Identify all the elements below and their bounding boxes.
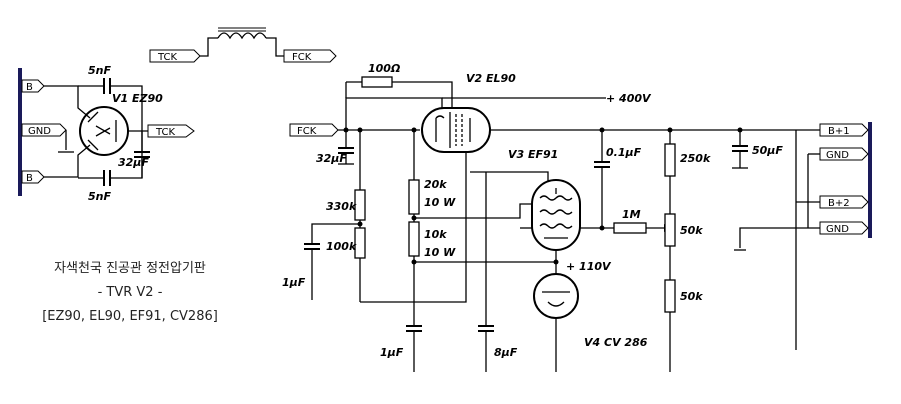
cap-1uf-bottom-label: 1μF [380,346,404,359]
res-100k-label: 100k [326,240,357,253]
connector-tck-left: TCK [147,124,195,138]
res-330k-label: 330k [326,200,357,213]
connector-gnd-left: GND [21,123,67,137]
caption: 자색천국 진공관 정전압기판 - TVR V2 - [EZ90, EL90, E… [42,261,218,324]
connector-fck-top: FCK [283,49,337,63]
connector-fck-main: FCK [289,123,339,137]
res-50k-label: 50k [680,290,703,303]
connector-b-top: B [21,79,45,93]
cap-8uf-label: 8μF [494,346,518,359]
tube-v4 [533,273,579,319]
res-20k-label: 20k [424,178,447,191]
tube-v2 [421,107,491,153]
voltage-400v-label: + 400V [606,92,652,105]
connector-tck-top-label: TCK [157,52,178,63]
tube-v2-label: V2 EL90 [466,72,516,85]
connector-b-bottom: B [21,170,45,184]
connector-gnd-right-bottom: GND [819,221,869,235]
regulator-section: FCK 100Ω + 400V V2 EL90 [282,62,820,372]
res-20k-watt-label: 10 W [424,196,456,209]
cap-32uf-right-label: 32μF [316,152,347,165]
res-1m-label: 1M [622,208,641,221]
connector-b-plus-2: B+2 [819,195,869,209]
tube-v3 [531,179,581,251]
connector-gnd-right-top: GND [819,147,869,161]
connector-tck-left-label: TCK [155,127,176,138]
connector-b-plus-1: B+1 [819,123,869,137]
connector-tck-top: TCK [149,49,201,63]
res-10k-label: 10k [424,228,447,241]
choke-section: TCK FCK [149,27,337,63]
tube-v1-label: V1 EZ90 [112,92,163,105]
output-connectors: B+1 GND B+2 GND [819,122,872,238]
caption-title: 자색천국 진공관 정전압기판 [54,261,206,276]
cap-50uf-label: 50μF [752,144,783,157]
cap-5nf-top-label: 5nF [88,64,111,77]
connector-b-plus-2-label: B+2 [828,198,850,209]
connector-gnd-right-bottom-label: GND [826,224,849,235]
res-50k-pot-label: 50k [680,224,703,237]
connector-b-top-label: B [26,82,33,93]
tube-v4-label: V4 CV 286 [584,336,648,349]
connector-fck-main-label: FCK [297,126,317,137]
connector-b-bottom-label: B [26,173,33,184]
connector-fck-top-label: FCK [292,52,312,63]
connector-gnd-left-label: GND [28,126,51,137]
connector-gnd-right-top-label: GND [826,150,849,161]
voltage-110v-label: + 110V [566,260,612,273]
res-100ohm-label: 100Ω [368,62,400,75]
caption-model: - TVR V2 - [98,285,163,300]
cap-01uf-label: 0.1μF [606,146,642,159]
res-10k-watt-label: 10 W [424,246,456,259]
rectifier-section: B GND B 5nF 5nF V1 EZ90 [18,64,195,203]
cap-5nf-bottom-label: 5nF [88,190,111,203]
tube-v3-label: V3 EF91 [508,148,558,161]
cap-32uf-left-label: 32μF [118,156,149,169]
cap-1uf-left-label: 1μF [282,276,306,289]
res-250k-label: 250k [680,152,711,165]
caption-tubes: [EZ90, EL90, EF91, CV286] [42,309,218,324]
connector-b-plus-1-label: B+1 [828,126,850,137]
tube-v1 [79,106,129,156]
